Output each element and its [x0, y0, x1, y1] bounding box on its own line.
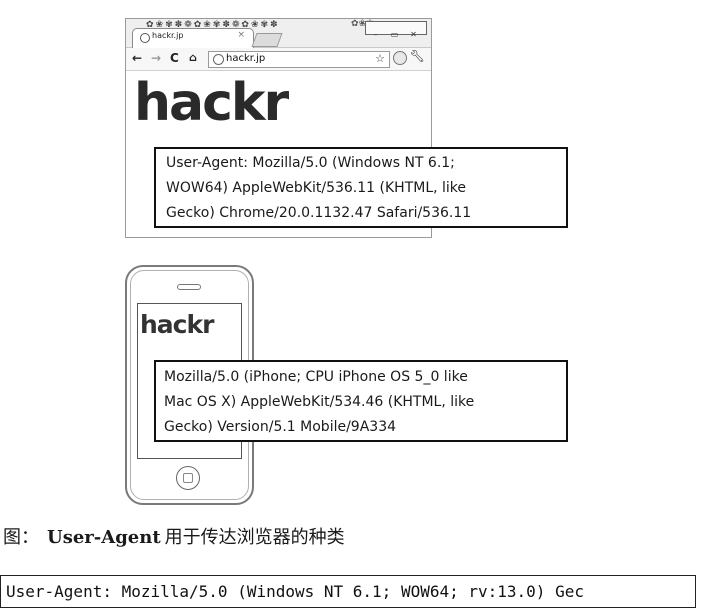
tab-title: hackr.jp	[152, 31, 184, 40]
caption-keyword: User-Agent	[47, 527, 161, 548]
home-icon[interactable]: ⌂	[189, 51, 197, 64]
decorative-theme-pattern-right: ✿❀✾	[351, 19, 374, 29]
desktop-user-agent-callout: User-Agent: Mozilla/5.0 (Windows NT 6.1;…	[154, 147, 568, 228]
new-tab-button[interactable]	[251, 33, 283, 47]
globe-icon	[140, 33, 150, 43]
close-icon[interactable]: ×	[237, 30, 245, 40]
mobile-user-agent-callout: Mozilla/5.0 (iPhone; CPU iPhone OS 5_0 l…	[154, 360, 568, 442]
minimize-icon[interactable]: –	[373, 30, 378, 39]
browser-tab[interactable]: hackr.jp ×	[132, 28, 254, 48]
caption-text: 用于传达浏览器的种类	[164, 527, 345, 548]
code-line: User-Agent: Mozilla/5.0 (Windows NT 6.1;…	[6, 582, 584, 601]
code-block: User-Agent: Mozilla/5.0 (Windows NT 6.1;…	[0, 575, 696, 608]
phone-speaker	[177, 284, 201, 290]
close-window-icon[interactable]: ✕	[410, 30, 417, 39]
mobile-ua-line: Gecko) Version/5.1 Mobile/9A334	[164, 419, 397, 435]
address-bar-url: hackr.jp	[226, 53, 266, 64]
browser-window: ✿❀✾✽❁✿❀✾✽❁✿❀✾✽ ✿❀✾ hackr.jp × – ▭ ✕ ← → C …	[125, 18, 432, 238]
mobile-ua-line: Mozilla/5.0 (iPhone; CPU iPhone OS 5_0 l…	[164, 369, 468, 385]
maximize-icon[interactable]: ▭	[390, 30, 399, 39]
address-bar[interactable]: hackr.jp ☆	[208, 51, 390, 68]
caption-prefix: 图：	[3, 527, 39, 548]
globe-icon	[213, 54, 224, 65]
browser-titlebar: ✿❀✾✽❁✿❀✾✽❁✿❀✾✽ ✿❀✾ hackr.jp × – ▭ ✕	[126, 19, 431, 48]
window-controls: – ▭ ✕	[365, 21, 427, 39]
forward-arrow-icon[interactable]: →	[151, 51, 162, 65]
home-button-icon	[183, 473, 193, 483]
wrench-icon[interactable]: 🔧︎	[409, 49, 425, 63]
home-button	[176, 466, 200, 490]
star-icon[interactable]: ☆	[375, 52, 385, 65]
desktop-ua-line: User-Agent: Mozilla/5.0 (Windows NT 6.1;	[166, 155, 455, 171]
desktop-ua-line: WOW64) AppleWebKit/536.11 (KHTML, like	[166, 180, 467, 196]
browser-toolbar: ← → C ⌂ hackr.jp ☆ 🔧︎	[126, 48, 431, 71]
mobile-ua-line: Mac OS X) AppleWebKit/534.46 (KHTML, lik…	[164, 394, 475, 410]
back-arrow-icon[interactable]: ←	[132, 51, 143, 65]
decorative-theme-pattern: ✿❀✾✽❁✿❀✾✽❁✿❀✾✽	[146, 20, 280, 30]
site-logo: hackr	[134, 73, 289, 133]
reload-icon[interactable]: C	[170, 51, 179, 65]
desktop-ua-line: Gecko) Chrome/20.0.1132.47 Safari/536.11	[166, 205, 472, 221]
site-logo-mobile: hackr	[140, 310, 214, 339]
extension-icon[interactable]	[393, 51, 407, 65]
